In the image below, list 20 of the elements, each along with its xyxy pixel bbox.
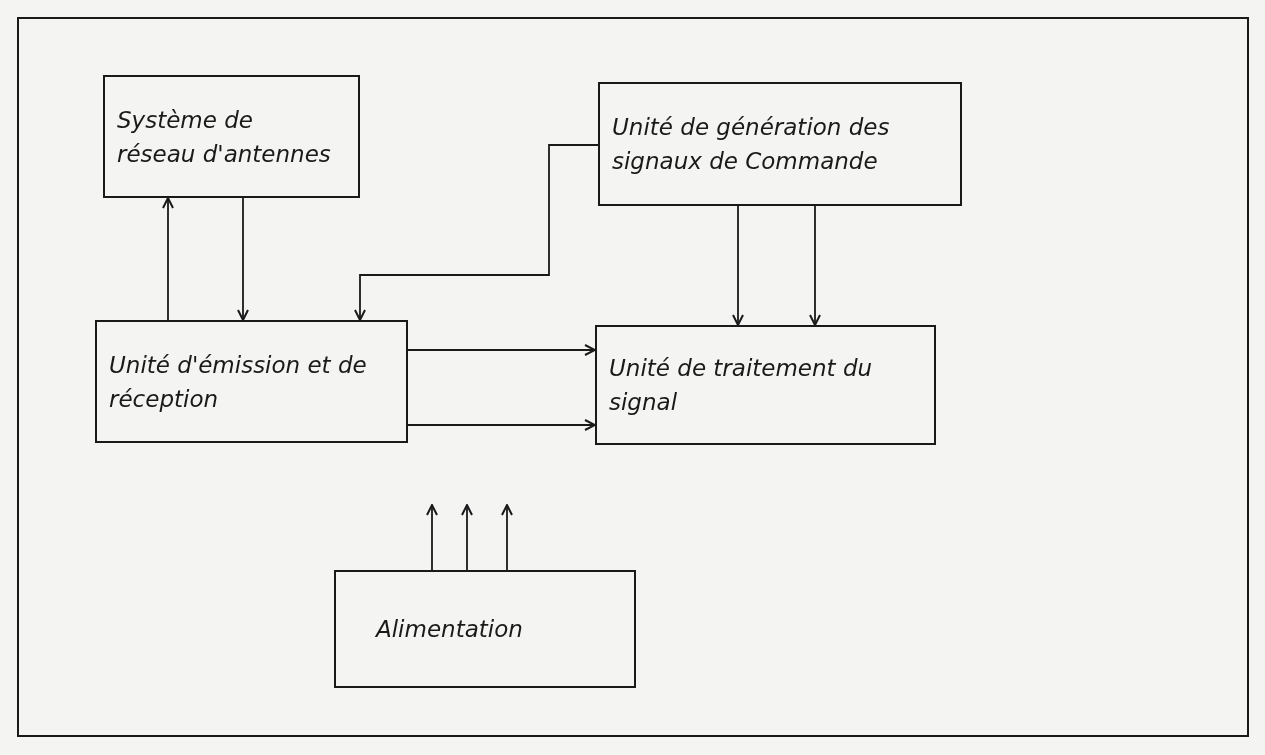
arrow — [407, 344, 596, 356]
arrow — [426, 504, 438, 571]
process-box — [334, 570, 636, 688]
box-label: Unité de traitement du signal — [609, 354, 874, 417]
process-box — [103, 75, 360, 198]
box-label: Alimentation — [376, 615, 524, 644]
arrow — [407, 419, 596, 431]
process-box — [598, 82, 962, 206]
arrow — [732, 205, 744, 326]
arrow — [237, 197, 249, 321]
box-label: Unité d'émission et de réception — [109, 350, 368, 414]
box-label: Système de réseau d'antennes — [117, 105, 332, 169]
process-box — [95, 320, 408, 443]
arrow — [809, 205, 821, 326]
process-box — [595, 325, 936, 445]
arrow — [461, 504, 473, 571]
arrow — [162, 197, 174, 321]
box-label: Unité de génération des signaux de Commande — [612, 113, 891, 176]
arrow — [354, 144, 599, 321]
arrow — [501, 504, 513, 571]
